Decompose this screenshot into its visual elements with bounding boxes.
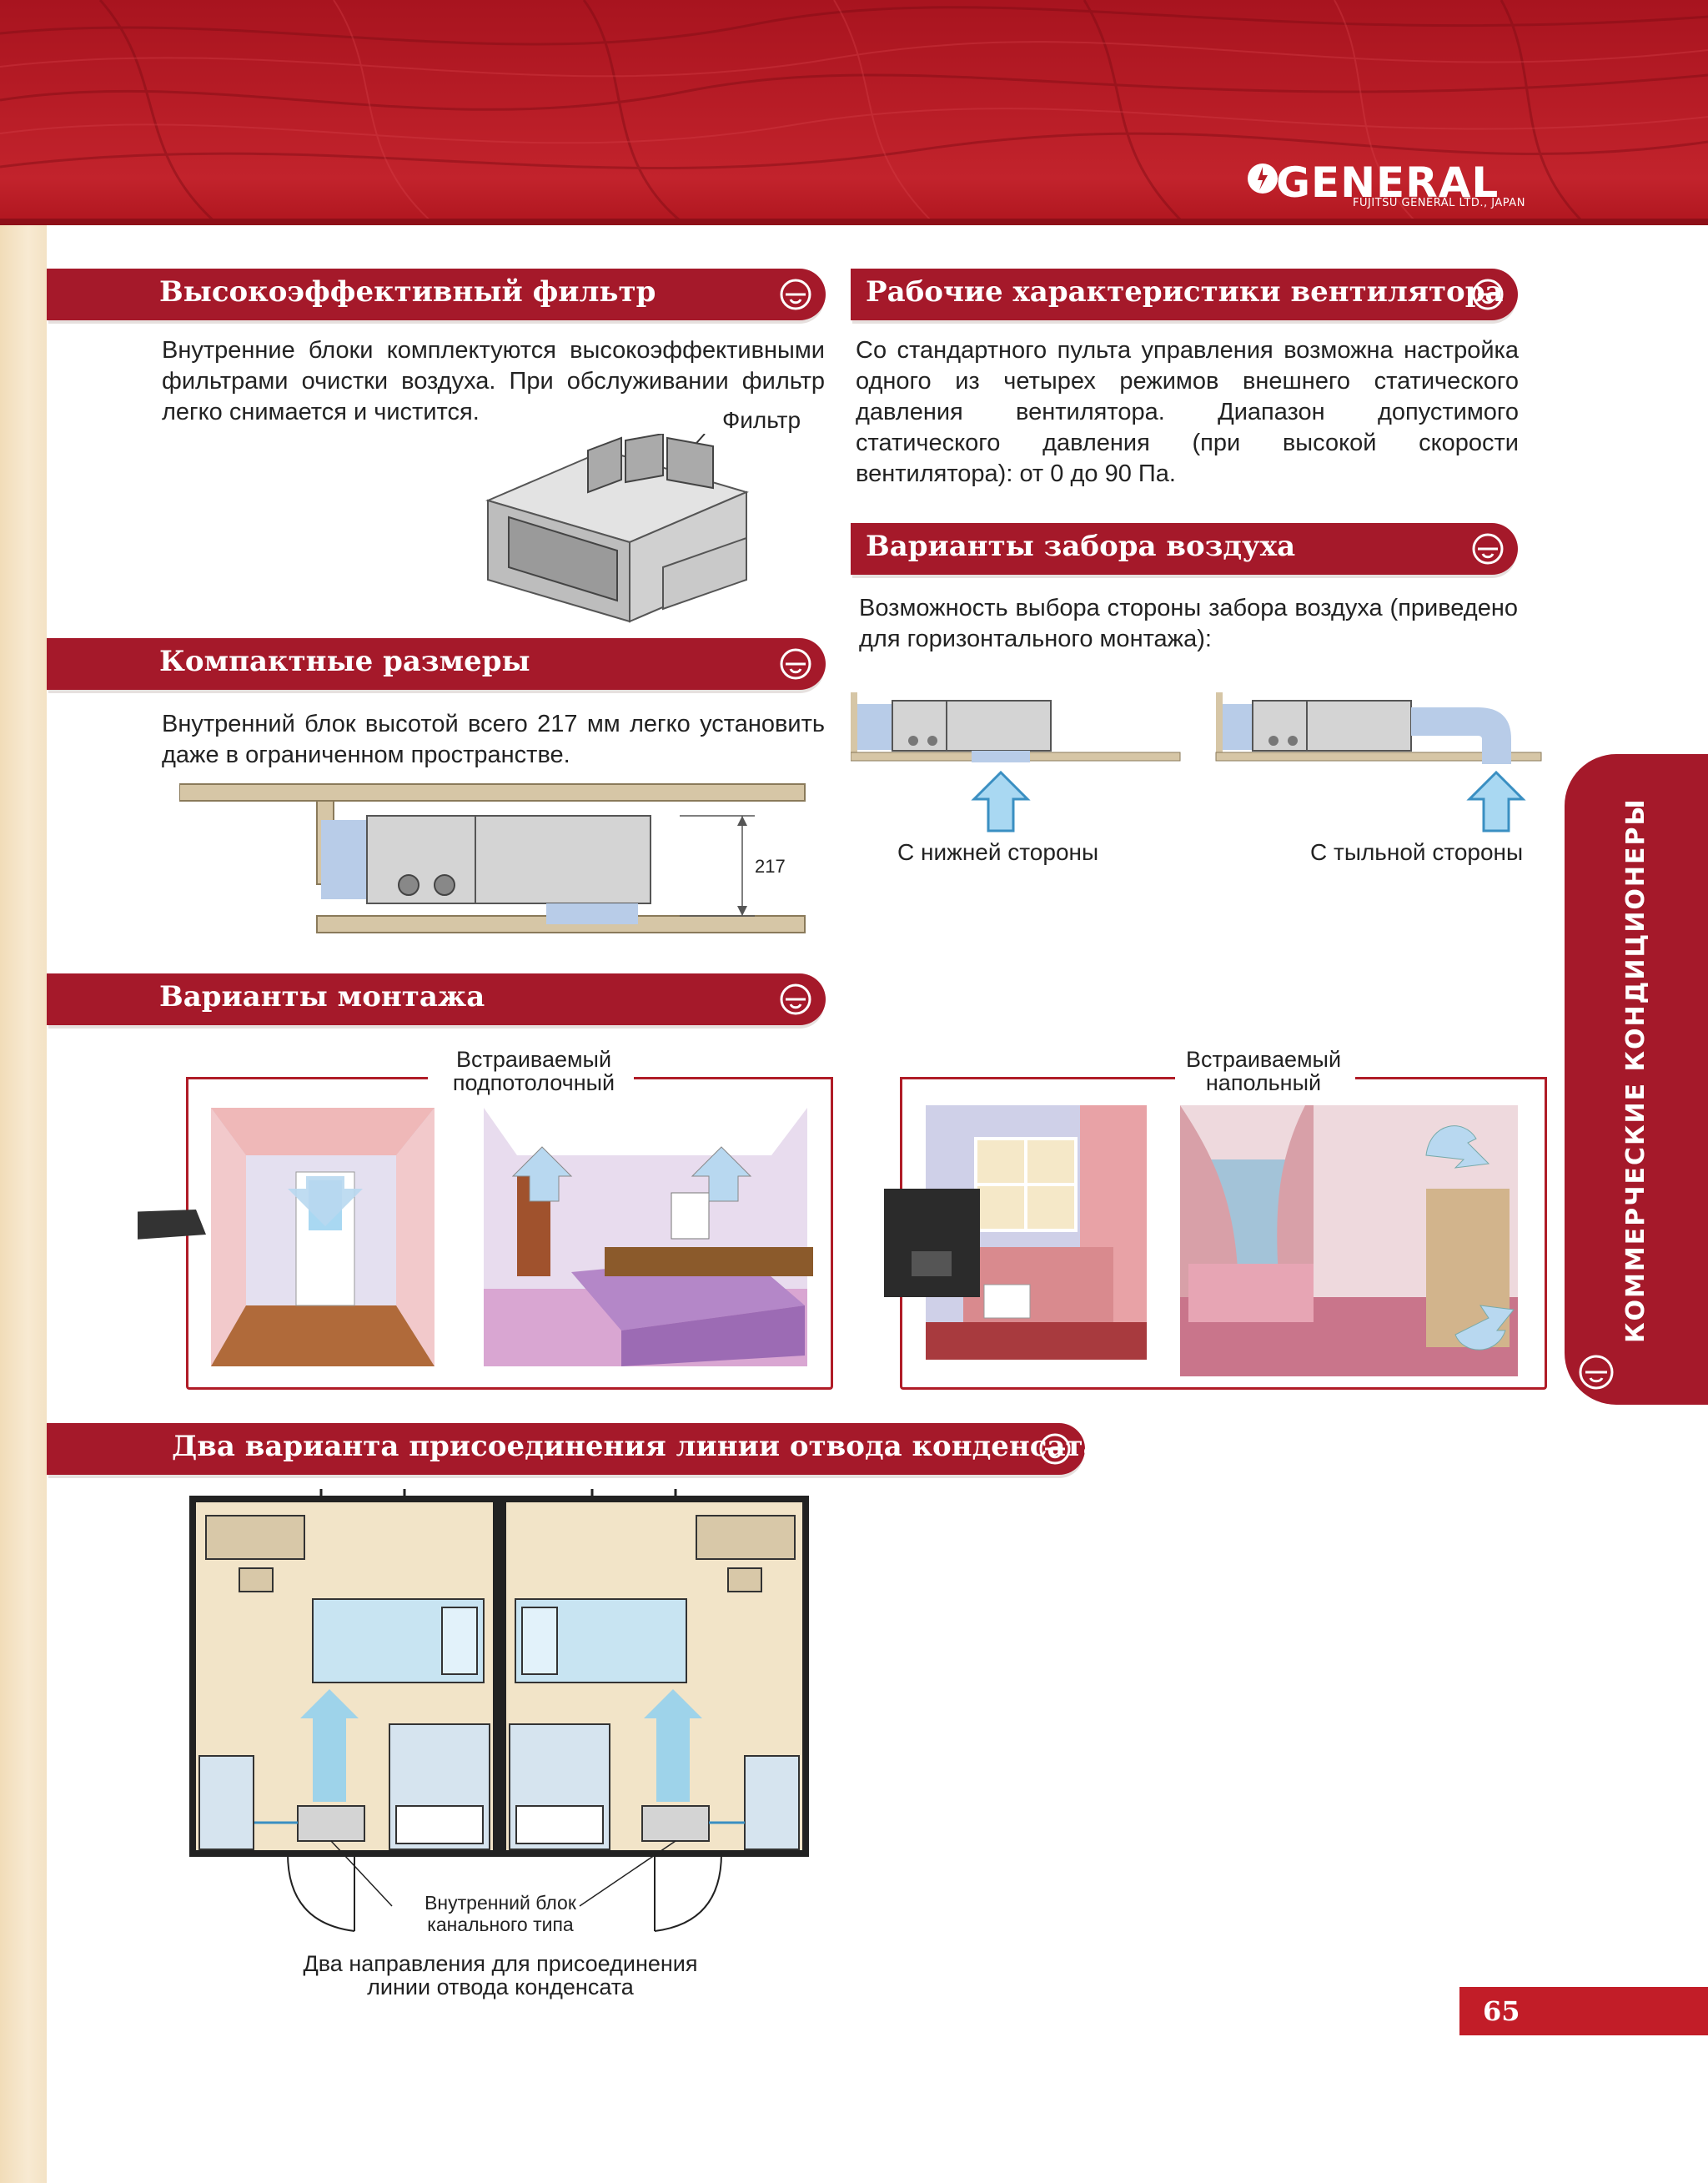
section-header-filter: Высокоэффективный фильтр	[47, 269, 826, 320]
up-arrow-icon	[644, 1689, 702, 1802]
frame-top-left-2	[900, 1077, 1175, 1079]
section-unit-icon	[1579, 1355, 1614, 1390]
drain-unit-label: Внутренний блок канального типа	[367, 1892, 634, 1935]
section-unit-icon	[780, 648, 811, 680]
mounting-ceiling-line1: Встраиваемый	[455, 1047, 612, 1072]
frame-top-right	[634, 1077, 831, 1079]
side-category-label: КОММЕРЧЕСКИЕ КОНДИЦИОНЕРЫ	[1621, 797, 1650, 1343]
section-title-filter: Высокоэффективный фильтр	[159, 275, 656, 309]
fujitsu-logo-icon	[1248, 163, 1278, 194]
page-number: 65	[1483, 1995, 1520, 2027]
mounting-floor-line1: Встраиваемый	[1185, 1047, 1342, 1072]
section-header-intake: Варианты забора воздуха	[851, 523, 1518, 575]
mounting-floor-line2: напольный	[1205, 1070, 1322, 1095]
mounting-ceiling-line2: подпотолочный	[452, 1070, 615, 1095]
drain-floor-plan	[189, 1489, 809, 1932]
intake-bottom-label: С нижней стороны	[897, 839, 1099, 865]
drain-direction-line1: Два направления для присоединения	[303, 1951, 698, 1976]
mounting-ceiling-illustrations	[138, 1108, 813, 1366]
section-unit-icon	[780, 983, 811, 1015]
page-number-box: 65	[1459, 1987, 1708, 2035]
mounting-floor-label: Встраиваемый напольный	[1147, 1048, 1380, 1094]
section-unit-icon	[1039, 1433, 1071, 1465]
side-category-tab	[1565, 754, 1708, 1405]
section-header-fan: Рабочие характеристики вентилятора	[851, 269, 1518, 320]
section-unit-icon	[1472, 533, 1504, 565]
filter-label: Фильтр	[722, 407, 801, 433]
section-unit-icon	[1472, 279, 1504, 310]
section-title-fan: Рабочие характеристики вентилятора	[866, 275, 1504, 309]
left-decor-strip	[0, 225, 47, 2183]
section-title-mounting: Варианты монтажа	[159, 980, 485, 1014]
intake-rear-label: С тыльной стороны	[1310, 839, 1524, 865]
section-header-drain: Два варианта присоединения линии отвода …	[47, 1423, 1102, 1475]
drain-direction-line2: линии отвода конденсата	[367, 1974, 634, 1999]
mounting-floor-illustrations	[884, 1105, 1518, 1376]
intake-bottom-illustration	[851, 692, 1181, 832]
up-arrow-icon	[300, 1689, 359, 1802]
brand-logo-subtitle: FUJITSU GENERAL LTD., JAPAN	[1353, 197, 1525, 209]
intake-description: Возможность выбора стороны забора воздух…	[859, 595, 1518, 652]
filter-description: Внутренние блоки комплектуются высокоэфф…	[162, 337, 825, 425]
drain-unit-line2: канального типа	[427, 1914, 574, 1935]
brand-logo-text: GENERAL	[1276, 158, 1500, 207]
frame-top-right-2	[1355, 1077, 1545, 1079]
banner-texture	[0, 0, 1708, 224]
banner-divider	[0, 219, 1708, 225]
fan-description: Со стандартного пульта управления возмож…	[856, 337, 1519, 487]
compact-description: Внутренний блок высотой всего 217 мм лег…	[162, 711, 825, 768]
drain-direction-label: Два направления для присоединения линии …	[246, 1952, 755, 1999]
section-title-compact: Компактные размеры	[159, 645, 530, 678]
section-header-compact: Компактные размеры	[47, 638, 826, 690]
section-title-intake: Варианты забора воздуха	[866, 530, 1296, 563]
section-header-mounting: Варианты монтажа	[47, 973, 826, 1025]
filter-unit-illustration	[485, 434, 749, 623]
top-banner	[0, 0, 1708, 224]
drain-unit-line1: Внутренний блок	[424, 1892, 576, 1914]
compact-dimension-illustration	[179, 783, 806, 933]
intake-rear-illustration	[1215, 692, 1542, 832]
section-title-drain: Два варианта присоединения линии отвода …	[172, 1430, 1102, 1463]
mounting-ceiling-label: Встраиваемый подпотолочный	[417, 1048, 651, 1094]
compact-dimension-value: 217	[755, 856, 786, 877]
frame-top-left	[186, 1077, 428, 1079]
section-unit-icon	[780, 279, 811, 310]
